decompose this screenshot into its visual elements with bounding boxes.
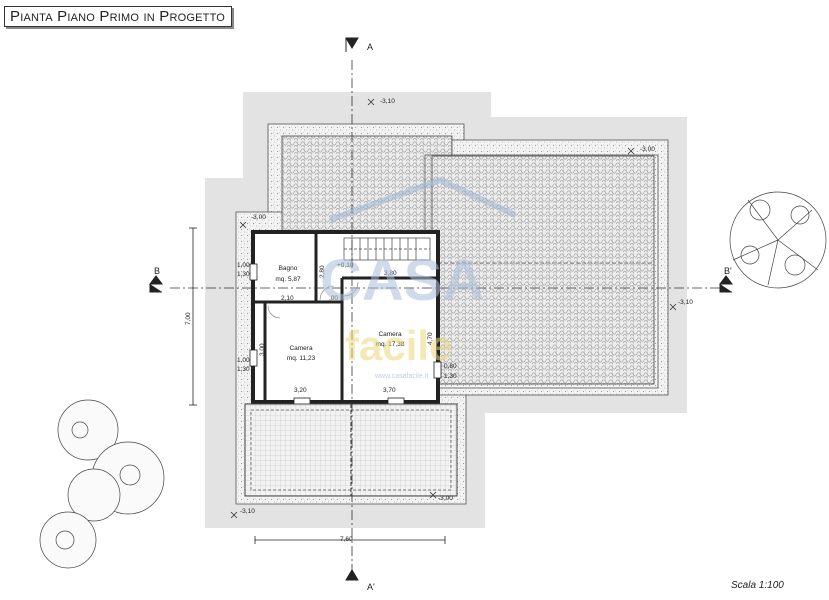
level-stair: +0,10 — [337, 262, 354, 269]
dim-130-b: 1,30 — [237, 366, 250, 373]
dim-130-a: 1,30 — [237, 271, 250, 278]
level-bottom-left: -3,10 — [240, 508, 255, 515]
interior-walls — [253, 232, 438, 404]
level-right: -3,10 — [678, 299, 693, 306]
dim-210: 2,10 — [281, 295, 294, 302]
room-camera2-area: mq. 17,38 — [376, 341, 405, 348]
terraces — [244, 403, 458, 497]
room-camera1-area: mq. 11,23 — [287, 355, 316, 362]
scale-label: Scala 1:100 — [731, 580, 784, 591]
dim-380: 3,80 — [384, 270, 397, 277]
tree-left-icon — [39, 399, 165, 569]
section-b-left: B — [154, 266, 160, 276]
dim-overall-width: 7,60 — [340, 536, 353, 543]
level-top: -3,10 — [380, 98, 395, 105]
door-arcs — [267, 281, 359, 319]
level-marks: -3,10 -3,00 -3,00 -3,10 -3,00 -3,10 +0,1… — [240, 98, 693, 515]
dim-370: 3,70 — [383, 387, 396, 394]
section-markers — [149, 37, 733, 581]
dim-080: 0,80 — [444, 363, 457, 370]
dim-00: ,00 — [329, 295, 338, 302]
dim-320: 3,20 — [294, 387, 307, 394]
watermark: CASA facile www.casafacile.it — [320, 176, 517, 380]
watermark-casa: CASA — [320, 248, 484, 313]
stair — [343, 237, 431, 261]
roof-surfaces — [281, 135, 659, 389]
section-b-right: B' — [724, 266, 732, 276]
room-labels: Bagno mq. 5,87 Camera mq. 11,23 Camera m… — [275, 265, 404, 362]
room-bagno-name: Bagno — [279, 265, 298, 272]
level-bottom-right: -3,00 — [438, 495, 453, 502]
dimension-labels: 3,80 2,10 3,20 3,70 ,00 0,80 1,30 1,00 1… — [185, 262, 457, 543]
watermark-facile: facile — [345, 322, 452, 369]
windows — [249, 263, 442, 407]
level-top-right: -3,00 — [640, 146, 655, 153]
dim-300: 3,00 — [259, 343, 266, 356]
room-camera1-name: Camera — [289, 345, 313, 352]
drawing-title: Pianta Piano Primo in Progetto — [4, 6, 233, 27]
dim-100-a: 1,00 — [237, 262, 250, 269]
dim-280: 2,80 — [319, 265, 326, 278]
section-a-top: A — [367, 42, 373, 52]
dim-470: 4,70 — [427, 332, 434, 345]
room-bagno-area: mq. 5,87 — [275, 276, 301, 283]
section-lines — [170, 60, 722, 578]
tree-right-icon — [729, 191, 827, 289]
level-symbols — [230, 98, 677, 519]
room-camera2-name: Camera — [378, 331, 402, 338]
section-a-bottom: A' — [367, 582, 375, 592]
dim-100-b: 1,00 — [237, 357, 250, 364]
level-left: -3,00 — [251, 214, 266, 221]
watermark-tag: www.casafacile.it — [374, 373, 428, 380]
dim-130: 1,30 — [444, 373, 457, 380]
interior — [249, 230, 442, 407]
dimension-lines — [189, 227, 446, 544]
dim-overall-height: 7,00 — [185, 312, 192, 325]
